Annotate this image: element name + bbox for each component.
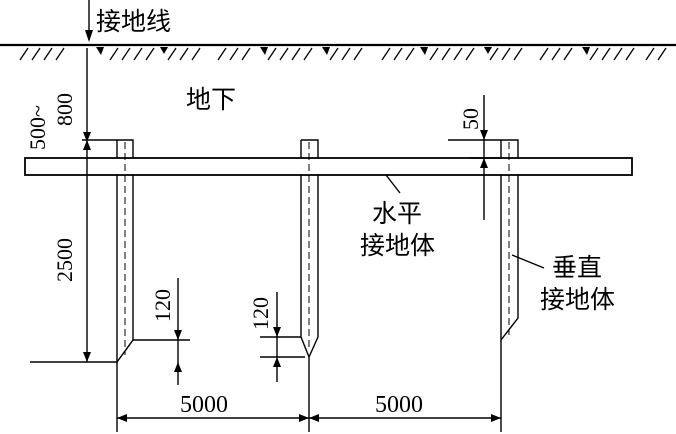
vertical-rod-left (116, 139, 134, 365)
depth-arrow-2 (83, 140, 91, 150)
top-offset-dimension: 50 (458, 108, 483, 130)
tip-length-left: 120 (150, 289, 175, 322)
top-offset-arrow-1 (480, 130, 488, 140)
top-offset-arrow-2 (480, 158, 488, 168)
burial-depth-line1: 500~ (25, 105, 50, 150)
tip-middle-arrow-2 (273, 357, 281, 367)
tip-middle-arrow-1 (273, 327, 281, 337)
horizontal-electrode-label-1: 水平 (372, 199, 422, 228)
spacing-arrow-4 (491, 414, 501, 422)
burial-depth-line2: 800 (52, 93, 77, 126)
spacing-arrow-3 (309, 414, 319, 422)
horizontal-electrode-label-2: 接地体 (360, 231, 435, 260)
tip-left-arrow-1 (174, 330, 182, 340)
tip-left-arrow-2 (174, 362, 182, 372)
vertical-electrode-label-2: 接地体 (540, 285, 615, 314)
ground-wire-arrowhead (85, 30, 93, 42)
horizontal-electrode-leader (385, 174, 401, 194)
spacing-right-dimension: 5000 (375, 392, 423, 418)
spacing-left-dimension: 5000 (180, 392, 228, 418)
depth-arrow-3 (83, 352, 91, 362)
ground-wire-label: 接地线 (96, 7, 171, 36)
tip-length-middle: 120 (248, 297, 273, 330)
rod-length-dimension: 2500 (52, 238, 77, 282)
depth-arrow-1 (83, 132, 91, 142)
vertical-electrode-leader (511, 254, 545, 269)
vertical-electrode-label-1: 垂直 (552, 253, 602, 282)
vertical-rod-right (500, 139, 519, 343)
spacing-arrow-2 (299, 414, 309, 422)
ground-texture-marks (96, 47, 590, 55)
underground-label: 地下 (186, 85, 236, 114)
horizontal-electrode-bar (24, 157, 633, 176)
ground-hatching (19, 47, 667, 61)
spacing-arrow-1 (117, 414, 127, 422)
